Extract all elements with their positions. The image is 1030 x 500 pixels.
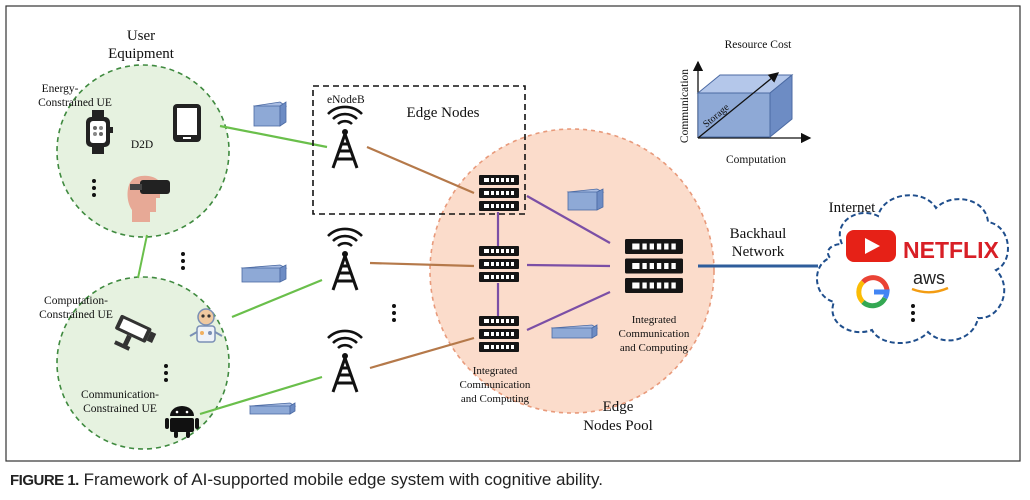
resource-block	[240, 264, 288, 283]
internet-label: Internet	[829, 200, 876, 216]
link-server1-hub	[526, 195, 611, 244]
link-tower2-server	[369, 261, 475, 268]
link-server2-hub	[526, 263, 611, 268]
youtube-icon	[846, 230, 896, 262]
link-tower3-server	[369, 336, 475, 370]
computation-ue-label: Constrained UE	[39, 309, 113, 321]
edge-nodes-label: Edge Nodes	[407, 105, 480, 121]
framework-diagram: NETFLIX aws	[5, 5, 1021, 462]
enodeb-label: eNodeB	[327, 94, 365, 106]
resource-block	[248, 402, 297, 415]
server-rack-icon	[625, 239, 683, 293]
icc-label-left: and Computing	[461, 393, 530, 405]
user-equipment-title: User	[127, 28, 155, 44]
more-ellipsis	[92, 179, 915, 382]
computation-axis-label: Computation	[726, 154, 786, 166]
communication-ue-label: Constrained UE	[83, 403, 157, 415]
backhaul-label: Backhaul	[730, 226, 787, 242]
resource-block	[566, 188, 605, 211]
d2d-label: D2D	[131, 139, 153, 151]
robot-icon	[189, 308, 223, 343]
caption-text: Framework of AI-supported mobile edge sy…	[83, 470, 603, 489]
android-icon	[165, 406, 199, 438]
icc-label-left: Integrated	[473, 365, 518, 377]
icc-label-left: Communication	[460, 379, 531, 391]
computation-ue-label: Computation-	[44, 295, 108, 307]
google-icon	[856, 275, 890, 309]
user-equipment-title: Equipment	[108, 46, 175, 62]
ue-group-bottom	[56, 276, 230, 450]
aws-logo: aws	[913, 268, 945, 288]
security-camera-icon	[114, 314, 157, 351]
resource-cost-cube	[692, 60, 812, 144]
aws-smile-icon	[911, 286, 949, 294]
energy-ue-label: Constrained UE	[38, 97, 112, 109]
edge-pool-label: Nodes Pool	[583, 418, 653, 434]
vr-headset-user-icon	[127, 175, 170, 222]
figure-label: FIGURE 1.	[10, 472, 79, 489]
resource-block	[550, 324, 599, 339]
netflix-logo: NETFLIX	[903, 237, 999, 263]
ue-group-link	[137, 234, 148, 279]
communication-ue-label: Communication-	[81, 389, 159, 401]
resource-block	[252, 101, 288, 127]
icc-label-right: and Computing	[620, 342, 689, 354]
smartwatch-icon	[86, 110, 113, 154]
icc-label-right: Communication	[619, 328, 690, 340]
link-tablet-enodeb	[219, 124, 328, 149]
icc-label-right: Integrated	[632, 314, 677, 326]
edge-nodes-box	[312, 85, 526, 215]
tablet-icon	[173, 104, 201, 142]
server-rack-icon	[479, 246, 519, 282]
energy-ue-label: Energy-	[42, 83, 79, 95]
backhaul-label: Network	[732, 244, 785, 260]
link-robot-tower	[231, 278, 323, 319]
edge-pool-label: Edge	[603, 399, 634, 415]
server-rack-icon	[479, 175, 519, 211]
resource-cost-label: Resource Cost	[725, 39, 793, 51]
server-rack-icon	[479, 316, 519, 352]
link-enodeb-server	[366, 145, 475, 195]
figure-caption: FIGURE 1. Framework of AI-supported mobi…	[10, 470, 603, 490]
link-android-tower	[199, 375, 323, 416]
link-server3-hub	[526, 290, 611, 332]
communication-axis-label: Communication	[679, 69, 691, 143]
